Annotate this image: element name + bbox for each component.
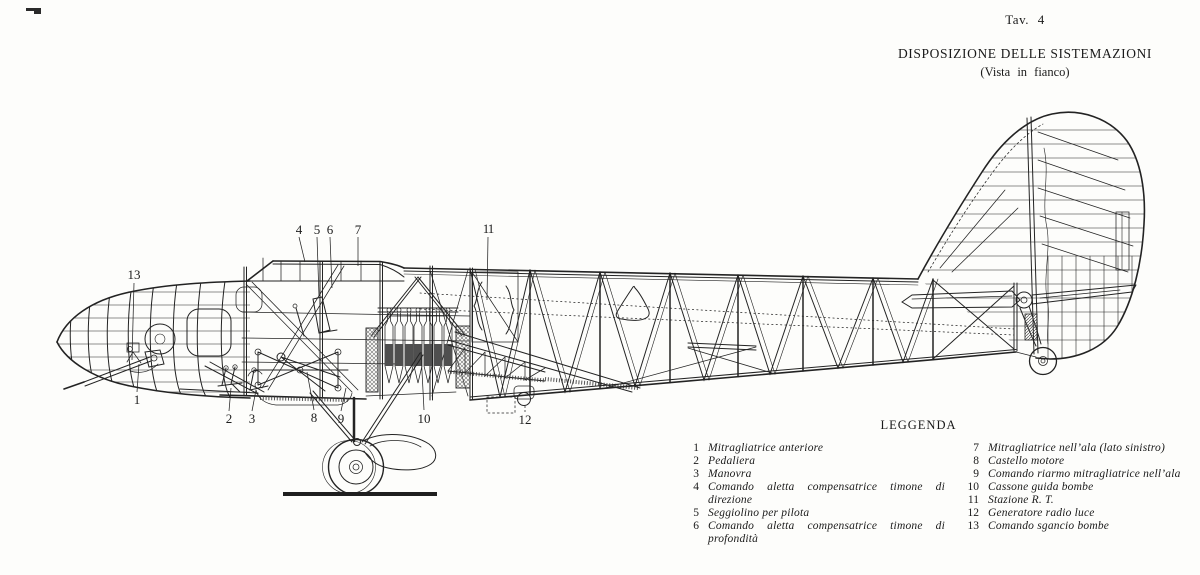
legend-item-text: Comando aletta compensatrice timone di d… [708,481,945,506]
legend-item: 3 Manovra [683,468,945,481]
scan-mark [26,8,41,14]
legend-item-text: Stazione R. T. [988,494,1054,506]
legend-item-text: Pedaliera [708,455,756,467]
legend-item-number: 10 [967,481,980,493]
legend-item-number: 6 [693,520,699,532]
legend-item: 9 Comando riarmo mitragliatrice nell’ala [963,468,1198,481]
bomb [413,312,423,384]
callout-1: 1 [134,392,141,407]
bomb [394,312,404,384]
header-block: Tav. 4 DISPOSIZIONE DELLE SISTEMAZIONI (… [850,12,1200,80]
legend-item-text: Comando sgancio bombe [988,520,1110,532]
legend-item-number: 7 [973,442,979,454]
legend-item-text: Mitragliatrice nell’ala (lato sinistro) [988,442,1165,454]
legend-item-text: Castello motore [988,455,1065,467]
callout-6: 6 [327,222,334,237]
legend-item-number: 2 [693,455,699,467]
bomb-bay [365,276,471,397]
legend-item-number: 11 [967,494,979,506]
radio-station [471,271,519,343]
rear-fuselage-truss [403,267,1018,401]
tail-wheel [1019,305,1058,376]
legend-item: 11 Stazione R. T. [963,494,1198,507]
legend-item: 4 Comando aletta compensatrice timone di … [683,481,945,507]
legend: LEGGENDA 1 Mitragliatrice anteriore 2 Peda… [683,418,1198,546]
callout-8: 8 [311,410,318,425]
callout-11: 11 [483,221,494,236]
legend-item: 12 Generatore radio luce [963,507,1198,520]
legend-heading: LEGGENDA [880,418,957,432]
legend-column-right: 7 Mitragliatrice nell’ala (lato sinistro)… [963,442,1198,546]
legend-item: 2 Pedaliera [683,455,945,468]
callout-13: 13 [128,267,141,282]
callout-leaders [131,236,526,412]
bombs [384,312,453,384]
legend-item-number: 5 [693,507,699,519]
tailplane [901,284,1137,309]
bomb [443,312,453,384]
legend-item: 5 Seggiolino per pilota [683,507,945,520]
page-subtitle: (Vista in fianco) [980,65,1070,79]
legend-item-number: 13 [967,520,980,532]
legend-item-number: 12 [967,507,980,519]
legend-item-text: Comando aletta compensatrice timone di p… [708,520,945,545]
legend-item: 6 Comando aletta compensatrice timone di … [683,520,945,546]
callout-5: 5 [314,222,321,237]
legend-item-text: Comando riarmo mitragliatrice nell’ala [988,468,1181,480]
legend-column-left: 1 Mitragliatrice anteriore 2 Pedaliera 3 Ma… [683,442,945,546]
legend-item: 10 Cassone guida bombe [963,481,1198,494]
legend-item-text: Seggiolino per pilota [708,507,810,519]
nose-machine-gun [63,349,165,390]
legend-item: 7 Mitragliatrice nell’ala (lato sinistro) [963,442,1198,455]
callout-9: 9 [338,411,345,426]
page-title: DISPOSIZIONE DELLE SISTEMAZIONI [897,46,1153,61]
wing-root-structure [447,331,641,393]
legend-item-number: 8 [973,455,979,467]
callout-7: 7 [355,222,362,237]
legend-item-text: Mitragliatrice anteriore [708,442,824,454]
legend-item: 8 Castello motore [963,455,1198,468]
nose-structure [56,280,251,399]
callout-3: 3 [249,411,256,426]
radio-generator [486,385,535,414]
bomb [384,312,394,384]
callout-12: 12 [519,412,532,427]
callout-4: 4 [296,222,303,237]
bomb [404,312,414,384]
legend-item-number: 9 [973,468,979,480]
legend-item: 1 Mitragliatrice anteriore [683,442,945,455]
callout-labels: 13 4 5 6 7 11 1 2 3 8 9 10 12 [128,221,532,427]
ground-line [283,492,437,496]
legend-item-number: 1 [693,442,699,454]
engine-mount [253,348,353,406]
legend-item-text: Manovra [708,468,752,480]
legend-item: 13 Comando sgancio bombe [963,520,1198,533]
bomb [433,312,443,384]
legend-item-text: Generatore radio luce [988,507,1095,519]
legend-item-text: Cassone guida bombe [988,481,1094,493]
legend-item-number: 3 [693,468,699,480]
bomb [423,312,433,384]
plate-number: Tav. 4 [1005,12,1045,27]
callout-10: 10 [418,411,431,426]
legend-item-number: 4 [693,481,699,493]
callout-2: 2 [226,411,233,426]
